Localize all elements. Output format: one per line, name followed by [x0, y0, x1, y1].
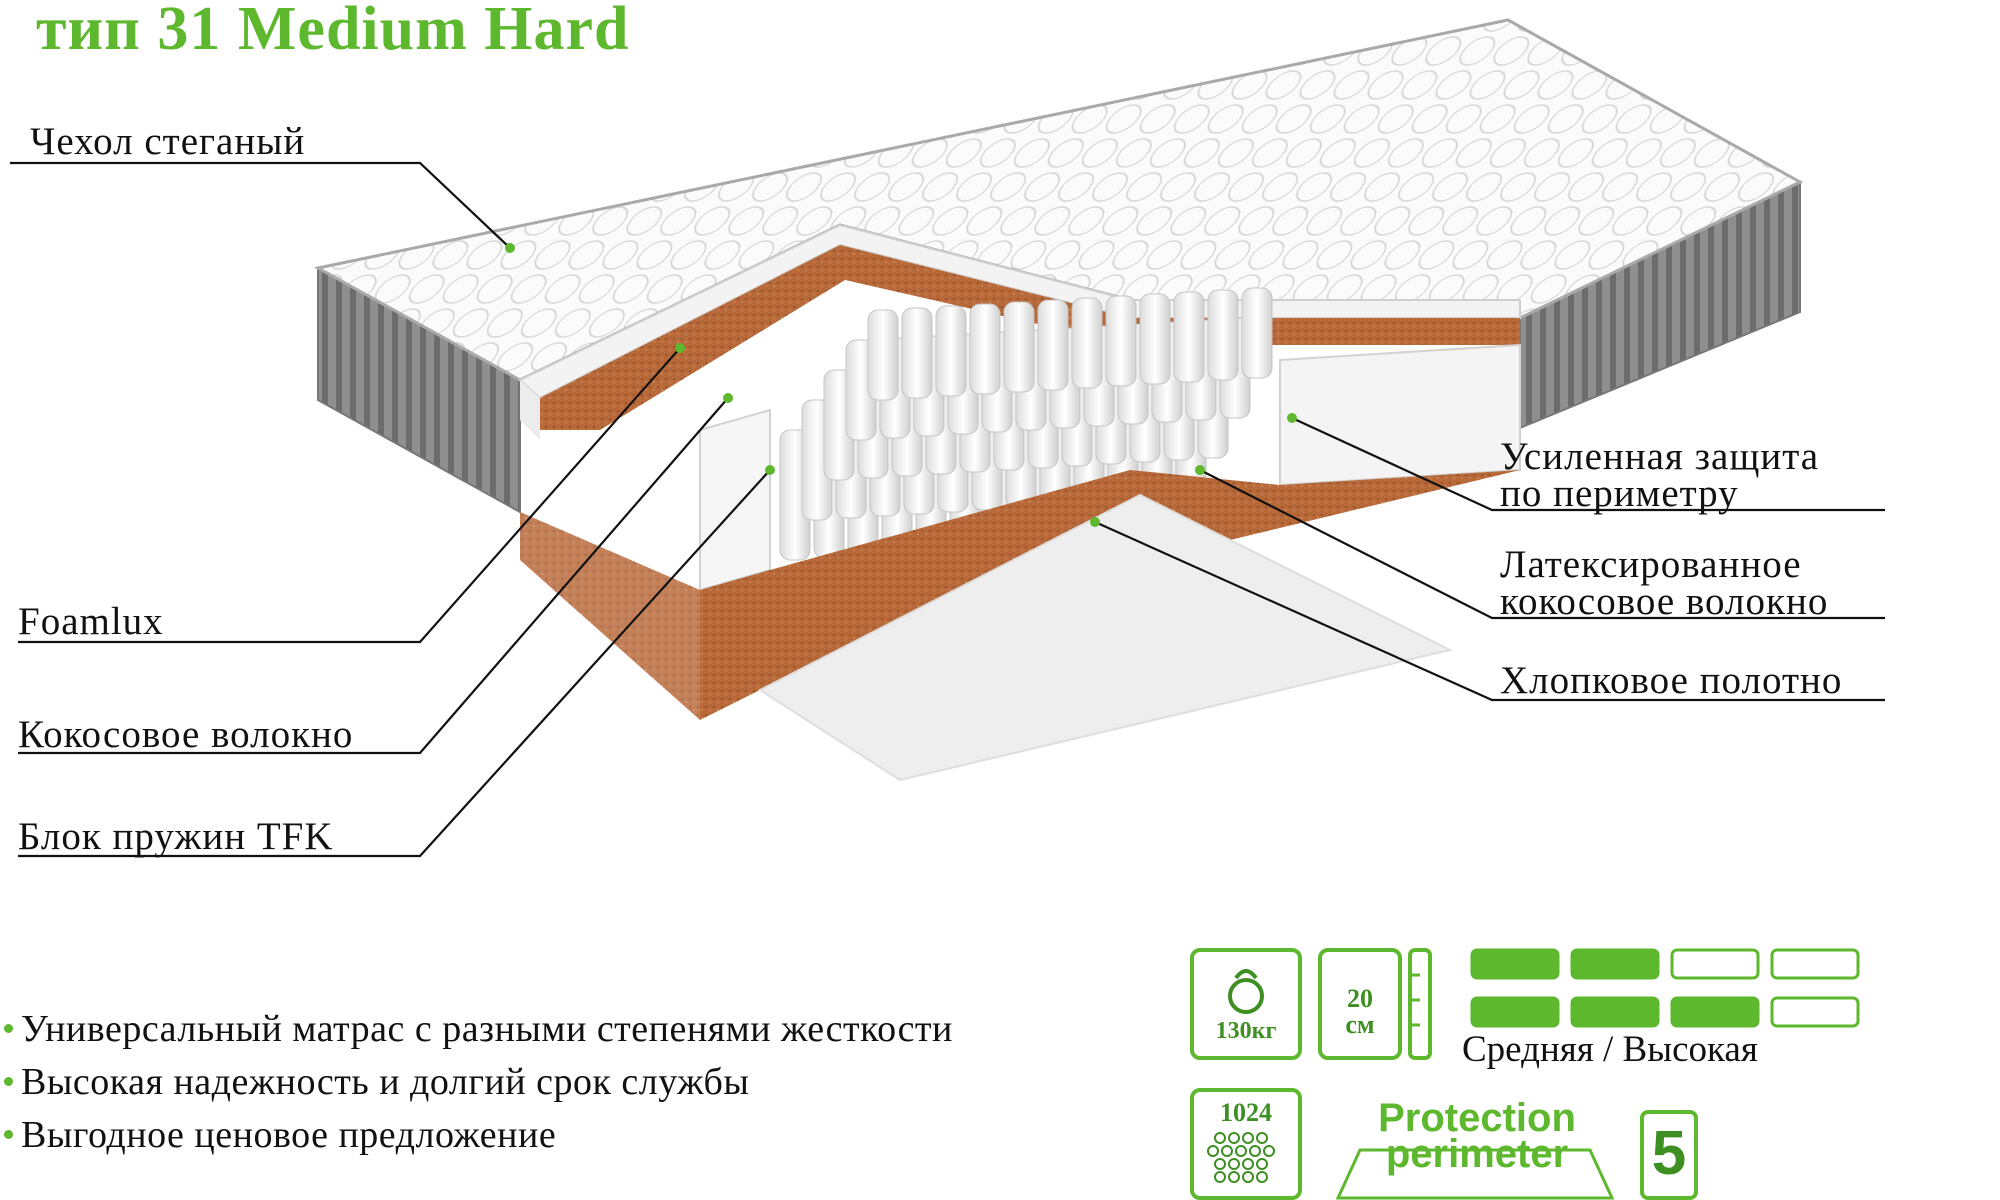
- feature-item: Высокая надежность и долгий срок службы: [4, 1055, 953, 1108]
- warranty-icon: [1640, 1110, 1698, 1200]
- label-springs: Блок пружин TFK: [18, 815, 334, 858]
- firmness-segment: [1470, 996, 1560, 1028]
- firmness-caption: Средняя / Высокая: [1462, 1029, 1758, 1070]
- springs-icon: [1190, 1088, 1302, 1200]
- height-icon: [1318, 948, 1402, 1060]
- bullet-dot: [4, 1024, 13, 1033]
- spring-dot: [1228, 1158, 1240, 1170]
- spring-coil: [969, 303, 1001, 395]
- spring-dot: [1242, 1132, 1254, 1144]
- firmness-segment: [1670, 996, 1760, 1028]
- spring-dot: [1214, 1132, 1226, 1144]
- firmness-segment: [1570, 948, 1660, 980]
- spring-coil: [1139, 293, 1171, 385]
- springs-count: 1024: [1220, 1098, 1272, 1127]
- cotton-layer: [757, 493, 1453, 782]
- spring-coil: [1241, 287, 1273, 379]
- spring-coil: [1037, 299, 1069, 391]
- page-title: тип 31 Medium Hard: [36, 0, 630, 63]
- spring-dot: [1242, 1158, 1254, 1170]
- callout-lines: [10, 161, 1885, 858]
- bullet-dot: [4, 1130, 13, 1139]
- spring-coil: [935, 305, 967, 397]
- spring-coil: [901, 307, 933, 399]
- height-ruler-ticks: [1410, 973, 1420, 1027]
- firmness-segment: [1470, 948, 1560, 980]
- spring-dot: [1221, 1145, 1233, 1157]
- label-cotton: Хлопковое полотно: [1500, 659, 1843, 702]
- spring-dot: [1228, 1171, 1240, 1183]
- spring-dot: [1242, 1171, 1254, 1183]
- callout-dots: [505, 243, 1297, 527]
- latex-coconut-layer: [520, 470, 1520, 720]
- spring-dot: [1235, 1145, 1247, 1157]
- protection-perimeter-icon: [1335, 1148, 1615, 1200]
- label-cover: Чехол стеганый: [30, 120, 306, 163]
- spring-coil: [1003, 301, 1035, 393]
- kettlebell-glyph: [1228, 969, 1264, 1014]
- label-foamlux: Foamlux: [18, 600, 164, 643]
- spring-coil: [1071, 297, 1103, 389]
- firmness-scale: [1470, 948, 1860, 1028]
- spring-dot: [1263, 1145, 1275, 1157]
- spring-coil: [867, 309, 899, 401]
- spring-dot: [1228, 1132, 1240, 1144]
- spring-coil: [1173, 291, 1205, 383]
- spring-dot: [1256, 1171, 1268, 1183]
- spring-dot: [1214, 1171, 1226, 1183]
- spring-block: [779, 287, 1273, 561]
- firmness-segment: [1770, 996, 1860, 1028]
- spring-dot: [1214, 1158, 1226, 1170]
- spring-dot: [1256, 1158, 1268, 1170]
- firmness-segment: [1570, 996, 1660, 1028]
- feature-list: Универсальный матрас с разными степенями…: [4, 1002, 953, 1161]
- feature-item: Выгодное ценовое предложение: [4, 1108, 953, 1161]
- spring-dot: [1207, 1145, 1219, 1157]
- spring-dot: [1256, 1132, 1268, 1144]
- height-ruler-icon: [1408, 948, 1432, 1060]
- feature-item: Универсальный матрас с разными степенями…: [4, 1002, 953, 1055]
- firmness-segment: [1770, 948, 1860, 980]
- coconut-fiber-layer: [540, 245, 1520, 430]
- spring-coil: [1207, 289, 1239, 381]
- firmness-segment: [1670, 948, 1760, 980]
- warranty-years: 5: [1651, 1119, 1687, 1188]
- weight-icon: [1190, 948, 1302, 1060]
- label-coconut: Кокосовое волокно: [18, 713, 354, 756]
- max-weight-value: 130кг: [1215, 1018, 1277, 1044]
- bullet-dot: [4, 1077, 13, 1086]
- spring-coil: [1105, 295, 1137, 387]
- springs-dots-glyph: [1207, 1132, 1275, 1183]
- spring-dot: [1249, 1145, 1261, 1157]
